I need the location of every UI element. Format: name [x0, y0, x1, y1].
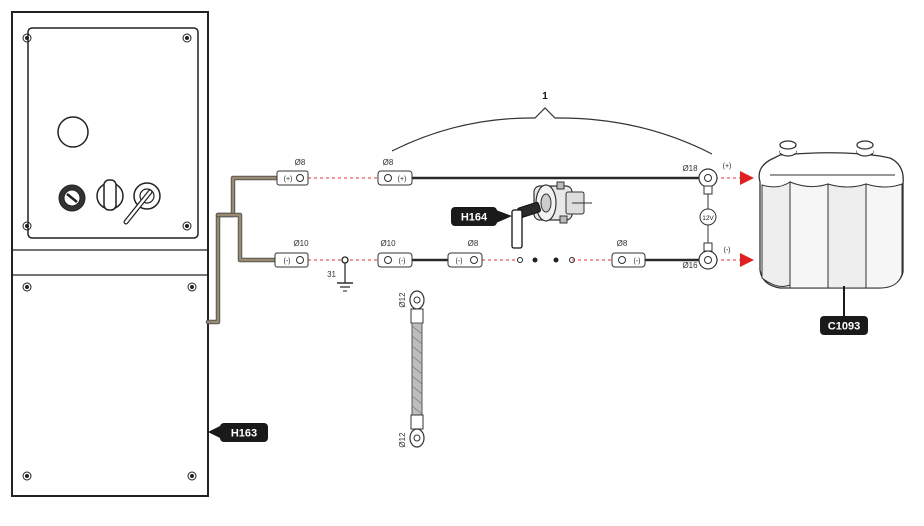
battery-isolator-switch	[511, 181, 592, 249]
cable-bundle	[205, 175, 280, 325]
leader-number: 1	[542, 91, 548, 102]
svg-text:Ø18: Ø18	[682, 164, 698, 173]
terminal-neg-mid: (-) Ø10	[377, 239, 413, 268]
svg-text:(-): (-)	[399, 258, 406, 265]
svg-text:Ø8: Ø8	[617, 239, 628, 248]
battery-illustration	[758, 140, 904, 289]
key-switch-icon	[58, 184, 86, 212]
cabinet-screws	[22, 33, 197, 481]
svg-text:Ø8: Ø8	[295, 158, 306, 167]
strap-top-size: Ø12	[398, 292, 407, 308]
rotary-switch-icon	[123, 182, 161, 225]
svg-text:(-): (-)	[456, 258, 463, 265]
callout-c1093-label: C1093	[828, 321, 860, 333]
svg-text:(-): (-)	[284, 258, 291, 265]
svg-text:(-): (-)	[724, 247, 731, 254]
terminal-neg-left: (-) Ø10	[274, 239, 309, 268]
terminal-pos-mid: (+) Ø8	[377, 158, 413, 186]
svg-text:(-): (-)	[634, 258, 641, 265]
leader-1: 1	[391, 91, 713, 155]
svg-text:(+): (+)	[723, 163, 732, 170]
strap-bottom-size: Ø12	[398, 432, 407, 448]
callout-h163: H163	[208, 423, 268, 442]
ground-symbol-icon: 31	[327, 256, 353, 292]
callout-h163-label: H163	[231, 428, 257, 440]
indicator-lamp	[57, 116, 89, 148]
positive-arrow-icon	[740, 171, 754, 185]
ground-label: 31	[327, 270, 336, 279]
switch-key-icon	[511, 201, 541, 249]
svg-text:(+): (+)	[284, 176, 293, 183]
svg-text:Ø8: Ø8	[383, 158, 394, 167]
svg-text:Ø16: Ø16	[682, 261, 698, 270]
terminal-neg-right: (-) Ø8	[611, 239, 646, 268]
terminal-pos-battery: Ø18 (+)	[682, 163, 732, 195]
negative-line	[308, 253, 754, 267]
terminal-neg-battery: Ø16 (-)	[682, 242, 731, 270]
callout-h164-label: H164	[461, 212, 488, 224]
svg-text:Ø10: Ø10	[380, 239, 396, 248]
terminal-neg-switch: (-) Ø8	[447, 239, 483, 268]
svg-text:Ø8: Ø8	[468, 239, 479, 248]
voltage-indicator: 12V	[699, 194, 717, 243]
positive-line	[308, 171, 754, 185]
callout-h164: H164	[451, 207, 512, 226]
ground-strap: Ø12 Ø12	[398, 290, 425, 448]
terminal-pos-left: (+) Ø8	[276, 158, 309, 186]
callout-c1093: C1093	[820, 286, 868, 335]
voltage-label: 12V	[702, 215, 714, 222]
selector-knob-icon	[96, 179, 124, 211]
negative-arrow-icon	[740, 253, 754, 267]
control-cabinet	[11, 11, 209, 497]
svg-text:(+): (+)	[398, 176, 407, 183]
svg-text:Ø10: Ø10	[293, 239, 309, 248]
